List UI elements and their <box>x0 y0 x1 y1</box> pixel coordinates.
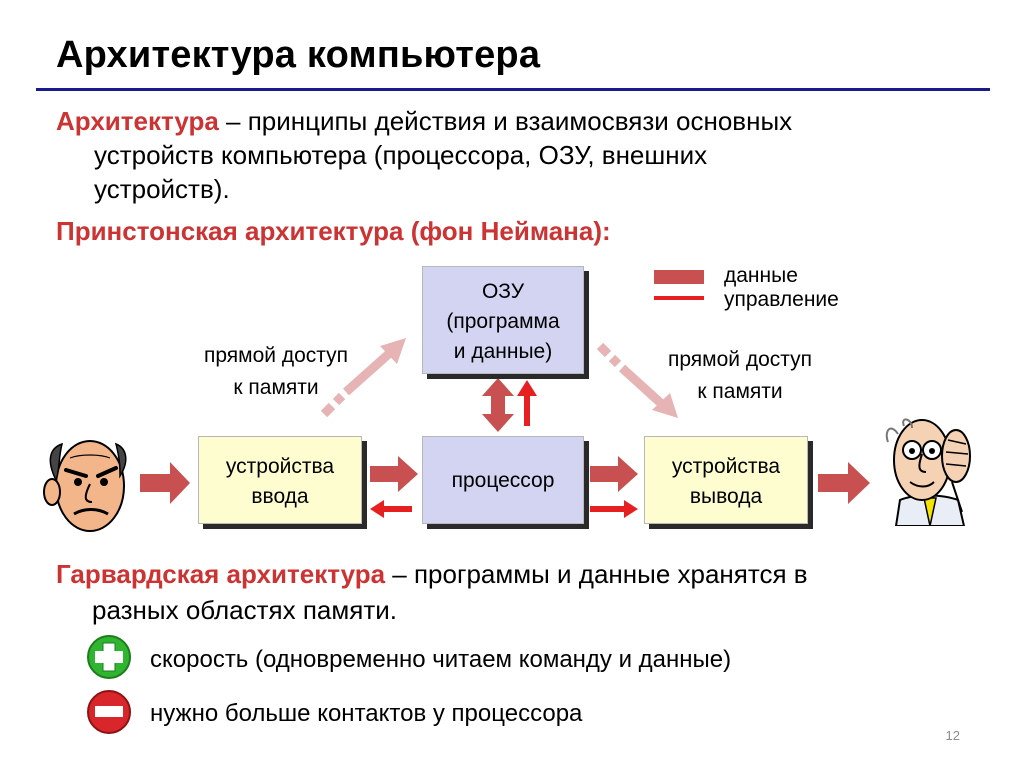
harvard-section: Гарвардская архитектура – программы и да… <box>56 556 986 628</box>
legend-control-label: управление <box>724 288 839 311</box>
page-number: 12 <box>945 728 960 743</box>
architecture-definition: Архитектура – принципы действия и взаимо… <box>56 104 956 206</box>
cons-text: нужно больше контактов у процессора <box>150 700 583 727</box>
harvard-line-1: – программы и данные хранятся в <box>385 559 808 589</box>
ram-box: ОЗУ (программа и данные) <box>422 266 584 374</box>
arrow-person-to-input <box>140 462 190 504</box>
input-devices-box: устройства ввода <box>198 436 362 524</box>
dma-left-label: прямой доступ к памяти <box>176 340 376 404</box>
listening-man-icon <box>885 418 971 526</box>
slide-title: Архитектура компьютера <box>56 34 541 76</box>
input-devices-label-2: ввода <box>251 485 309 508</box>
plus-icon <box>87 635 131 679</box>
legend-data-swatch <box>654 270 704 284</box>
arrow-processor-control-output <box>590 500 638 518</box>
output-devices-box: устройства вывода <box>644 436 808 524</box>
pros-text: скорость (одновременно читаем команду и … <box>150 646 732 673</box>
processor-box: процессор <box>422 436 584 524</box>
ram-label: ОЗУ <box>481 280 525 303</box>
dma-right-label: прямой доступ к памяти <box>640 344 840 408</box>
definition-line-3: устройств). <box>94 174 230 204</box>
definition-line-1: – принципы действия и взаимосвязи основн… <box>218 106 793 136</box>
title-underline <box>36 88 990 91</box>
dma-right-arrow <box>596 342 678 418</box>
arrow-processor-to-input <box>370 500 412 518</box>
output-devices-label-1: устройства <box>671 455 781 478</box>
dma-left-line-2: к памяти <box>233 376 319 399</box>
arrow-ram-processor-data <box>482 378 514 432</box>
ram-data-label: и данные) <box>453 340 553 363</box>
dma-right-line-2: к памяти <box>697 380 783 403</box>
input-devices-label-1: устройства <box>225 455 335 478</box>
dma-left-line-1: прямой доступ <box>203 344 349 367</box>
harvard-term: Гарвардская архитектура <box>56 559 386 589</box>
legend-control-swatch <box>654 296 704 300</box>
ram-program-label: (программа <box>446 310 560 333</box>
arrow-output-to-person <box>818 462 870 504</box>
minus-icon <box>87 690 131 734</box>
definition-line-2: устройств компьютера (процессора, ОЗУ, в… <box>94 140 708 170</box>
harvard-line-2: разных областях памяти. <box>92 595 397 625</box>
arrow-input-to-processor <box>370 456 418 492</box>
angry-man-icon <box>43 440 127 532</box>
legend-data-label: данные <box>724 264 798 287</box>
definition-term: Архитектура <box>56 106 219 136</box>
processor-label: процессор <box>451 469 555 492</box>
dma-left-arrow <box>320 338 406 418</box>
output-devices-label-2: вывода <box>689 485 763 508</box>
princeton-heading: Принстонская архитектура (фон Неймана): <box>56 216 611 246</box>
arrow-processor-to-ram-control <box>517 380 537 426</box>
dma-right-line-1: прямой доступ <box>667 348 813 371</box>
arrow-processor-to-output <box>590 456 638 492</box>
